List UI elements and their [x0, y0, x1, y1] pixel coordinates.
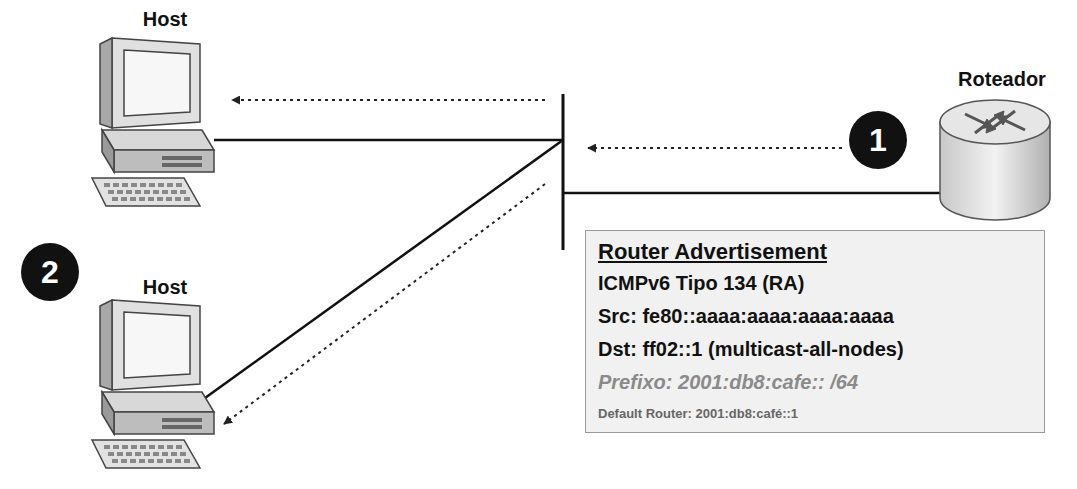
packet-field: Src: fe80::aaaa:aaaa:aaaa:aaaa: [598, 304, 1030, 328]
host-wire: [205, 140, 563, 398]
packet-field: ICMPv6 Tipo 134 (RA): [598, 271, 1030, 295]
host-label: Host: [143, 8, 187, 31]
host-computer-icon: [92, 38, 214, 206]
router-icon: [940, 100, 1050, 220]
callout-number: 1: [849, 111, 907, 169]
callout-number: 2: [21, 243, 79, 301]
packet-field: Default Router: 2001:db8:café::1: [598, 406, 1030, 422]
host-computer-icon: [92, 300, 214, 468]
packet-field: Router Advertisement: [598, 239, 1030, 265]
flow-arrow: [588, 147, 842, 149]
packet-field: Dst: ff02::1 (multicast-all-nodes): [598, 337, 1030, 361]
flow-arrow: [224, 184, 545, 424]
network-bus: [562, 94, 565, 250]
host-label: Host: [143, 276, 187, 299]
packet-field: Prefixo: 2001:db8:cafe:: /64: [598, 370, 1030, 394]
callout-text: 2: [41, 256, 59, 288]
host-wire: [214, 139, 563, 142]
callout-text: 1: [869, 124, 887, 156]
info-box: Router AdvertisementICMPv6 Tipo 134 (RA)…: [585, 230, 1045, 433]
flow-arrow: [232, 99, 545, 101]
router-wire: [563, 192, 945, 195]
router-label: Roteador: [958, 68, 1046, 91]
